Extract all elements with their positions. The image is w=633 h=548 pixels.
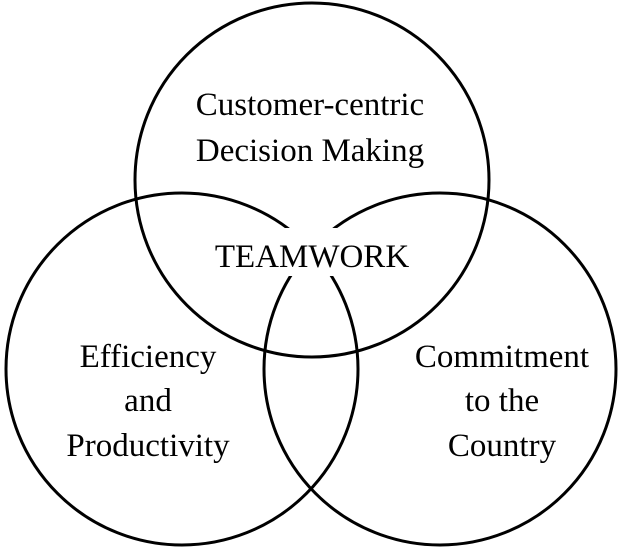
circle-customer-centric: [133, 1, 491, 359]
right-label-line-3: Country: [448, 428, 557, 464]
right-label-line-2: to the: [465, 383, 539, 419]
center-label-background: [200, 228, 425, 276]
top-label-line-1: Customer-centric: [196, 87, 424, 123]
top-label-line-2: Decision Making: [196, 133, 424, 169]
circle-commitment: [262, 191, 618, 547]
center-label: TEAMWORK: [215, 239, 409, 275]
left-label-line-2: and: [124, 383, 172, 419]
right-label-line-1: Commitment: [415, 339, 589, 375]
circle-efficiency: [4, 191, 360, 547]
left-label-line-1: Efficiency: [80, 339, 217, 375]
left-label-line-3: Productivity: [66, 428, 230, 464]
